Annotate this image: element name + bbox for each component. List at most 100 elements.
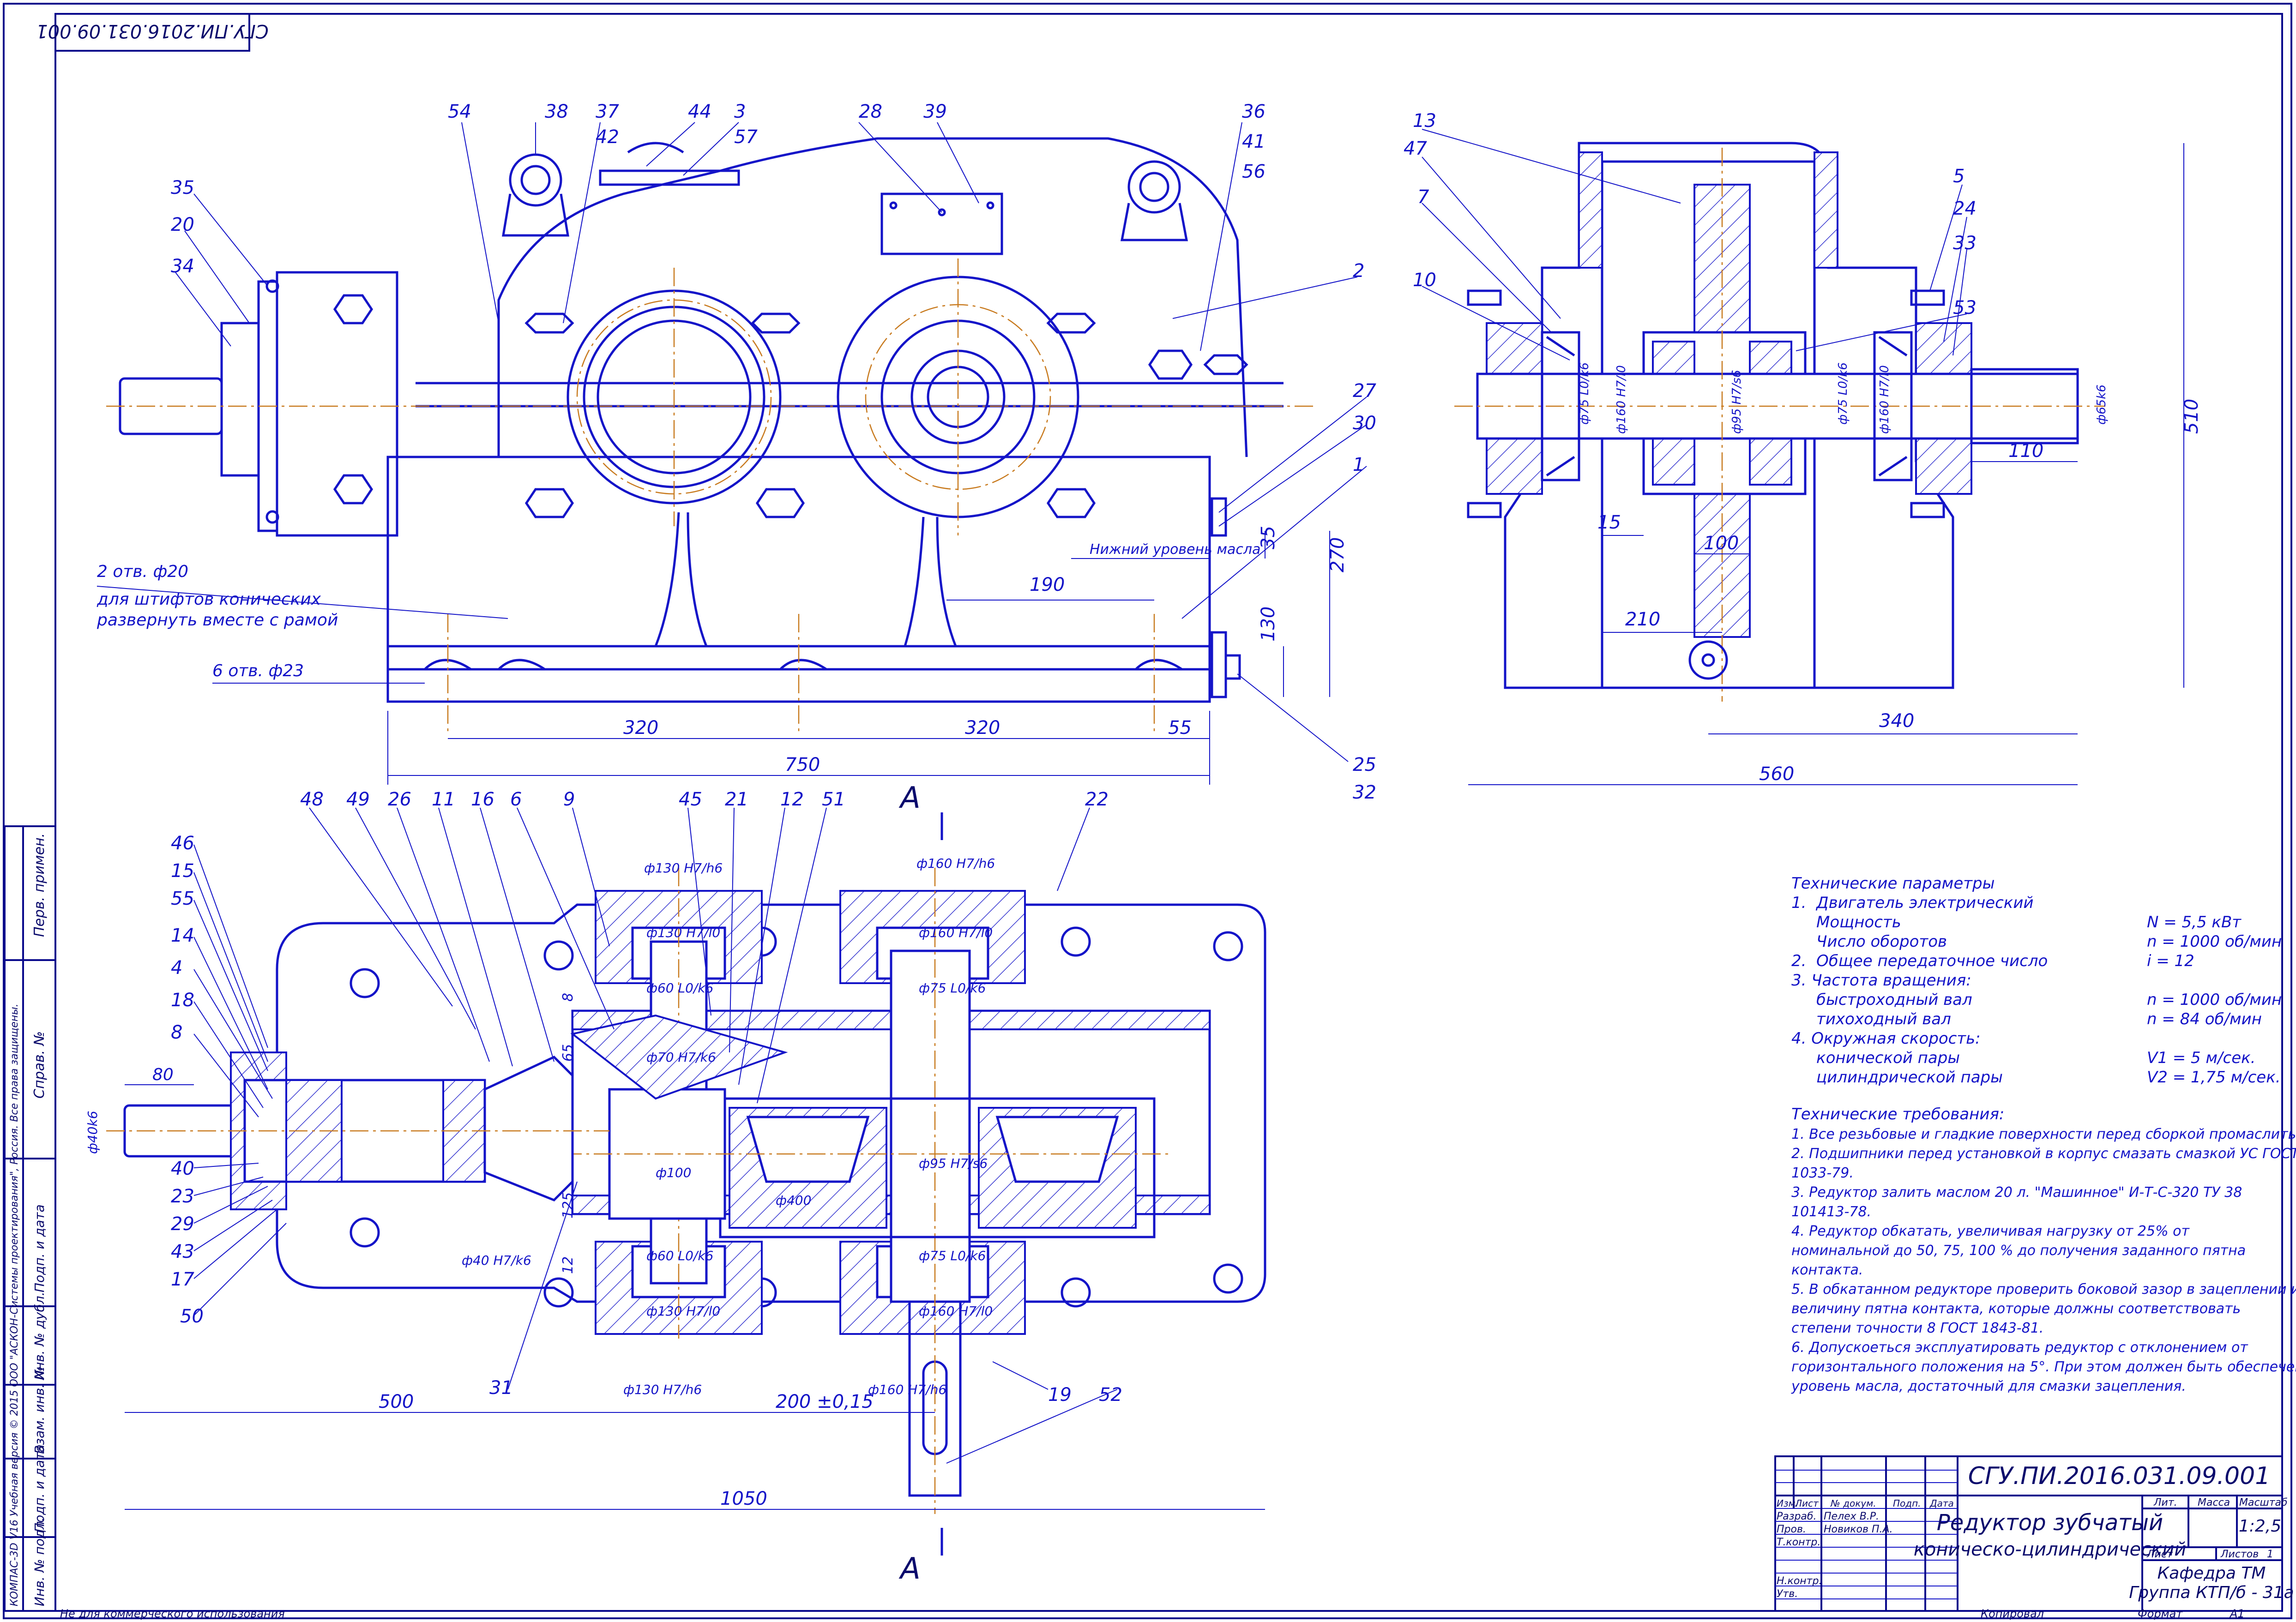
part-no: 40 <box>171 1158 194 1179</box>
footer-format-value: A1 <box>2229 1607 2245 1620</box>
side-dim-560: 560 <box>1759 763 1794 785</box>
tech-req-line: 1033-79. <box>1791 1165 1854 1181</box>
fit-label: ф40k6 <box>85 1111 100 1154</box>
note-holes-line3: развернуть вместе с рамой <box>96 611 338 630</box>
part-no: 21 <box>725 789 748 810</box>
side-dim-510: 510 <box>2181 399 2202 434</box>
tech-req-line: 101413-78. <box>1791 1204 1871 1220</box>
tb-org-line2: Группа КТП/б - 31а <box>2129 1583 2294 1602</box>
part-no: 52 <box>1099 1384 1122 1406</box>
front-view: Нижний уровень масла 320 320 55 750 190 … <box>96 101 1376 803</box>
fit-label: ф160 H7/h6 <box>868 1382 946 1397</box>
part-no: 42 <box>596 126 619 148</box>
fit-label: ф40 H7/k6 <box>462 1253 531 1268</box>
part-no: 53 <box>1953 297 1977 318</box>
fit-label: ф95 H7/s6 <box>919 1156 988 1171</box>
front-dim-55: 55 <box>1168 717 1192 739</box>
note-bolt-holes: 6 отв. ф23 <box>212 661 304 680</box>
part-no: 39 <box>923 101 947 122</box>
fit-label: ф400 <box>776 1193 811 1208</box>
tech-req-line: горизонтального положения на 5°. При это… <box>1791 1359 2296 1375</box>
side-dim-15: 15 <box>1597 512 1621 533</box>
fit-label: ф75 L0/k6 <box>919 980 986 996</box>
plan-dim-65: 65 <box>560 1044 576 1062</box>
plan-dim-1050: 1050 <box>720 1488 767 1509</box>
part-no: 38 <box>545 101 568 122</box>
part-no: 14 <box>171 925 194 946</box>
part-no: 35 <box>171 177 194 198</box>
part-no: 29 <box>171 1213 194 1235</box>
part-no: 57 <box>734 126 758 148</box>
side-view: ф75 L0/k6 ф160 H7/l0 ф95 H7/s6 ф75 L0/k6… <box>1404 110 2202 785</box>
part-no: 31 <box>489 1377 513 1399</box>
part-no: 7 <box>1417 186 1429 208</box>
strip-podp-data-2: Подп. и дата <box>32 1444 47 1532</box>
tech-param-value: n = 1000 об/мин <box>2147 932 2282 951</box>
part-no: 19 <box>1048 1384 1072 1406</box>
tech-req-line: 3. Редуктор залить маслом 20 л. "Машинно… <box>1791 1184 2242 1201</box>
part-no: 8 <box>171 1022 182 1043</box>
tb-listov: Листов <box>2220 1549 2259 1560</box>
tb-razrab-name: Пелех В.Р. <box>1824 1511 1879 1522</box>
tech-requirements: Технические требования: 1. Все резьбовые… <box>1791 1105 2296 1394</box>
part-no: 11 <box>432 789 455 810</box>
tech-param-value: N = 5,5 кВт <box>2147 913 2242 931</box>
tech-param-value: n = 1000 об/мин <box>2147 991 2282 1009</box>
tech-param-label: 2. Общее передаточное число <box>1791 952 2048 970</box>
side-fit: ф160 H7/l0 <box>1615 365 1628 434</box>
plan-dim-500: 500 <box>379 1391 414 1412</box>
tech-req-line: номинальной до 50, 75, 100 % до получени… <box>1791 1243 2246 1259</box>
part-no: 18 <box>171 990 194 1011</box>
part-no: 36 <box>1242 101 1266 122</box>
part-no: 30 <box>1353 413 1376 434</box>
part-no: 16 <box>471 789 494 810</box>
footer: Не для коммерческого использования Копир… <box>60 1607 2245 1620</box>
part-no: 45 <box>679 789 702 810</box>
strip-vzam-inv: Взам. инв. № <box>32 1366 47 1454</box>
part-no: 50 <box>180 1306 204 1327</box>
part-no: 28 <box>859 101 882 122</box>
part-no: 3 <box>734 101 746 122</box>
part-no: 51 <box>822 789 845 810</box>
tb-list: Лист <box>2146 1549 2173 1560</box>
front-part-numbers: 54 38 37 42 44 3 57 28 39 36 41 56 35 20… <box>171 101 1376 803</box>
tech-req-line: 1. Все резьбовые и гладкие поверхности п… <box>1791 1126 2296 1142</box>
tech-param-value: n = 84 об/мин <box>2147 1010 2262 1028</box>
part-no: 6 <box>510 789 522 810</box>
part-no: 23 <box>171 1186 194 1207</box>
strip-perv-primen: Перв. примен. <box>31 833 48 937</box>
part-no: 17 <box>171 1269 194 1290</box>
part-no: 20 <box>171 214 194 235</box>
section-mark-bottom: А <box>898 1552 921 1586</box>
fit-label: ф60 L0/k6 <box>646 1248 713 1263</box>
part-no: 32 <box>1353 782 1376 803</box>
part-no: 5 <box>1953 166 1965 187</box>
part-no: 27 <box>1353 380 1376 402</box>
front-dim-190: 190 <box>1030 574 1065 595</box>
tech-param-value: V2 = 1,75 м/сек. <box>2147 1068 2281 1087</box>
tech-req-line: контакта. <box>1791 1262 1863 1278</box>
tb-col-podp: Подп. <box>1893 1498 1921 1509</box>
strip-copyright: КОМПАС-3D V16 Учебная версия © 2015 ООО … <box>9 1003 20 1606</box>
fit-label: ф130 H7/h6 <box>623 1382 702 1397</box>
tech-req-line: 5. В обкатанном редукторе проверить боко… <box>1791 1281 2296 1298</box>
note-holes-line1: 2 отв. ф20 <box>97 562 188 581</box>
tb-org-line1: Кафедра ТМ <box>2157 1564 2266 1583</box>
strip-inv-podl: Инв. № подл. <box>32 1517 47 1606</box>
footer-format: Формат <box>2138 1607 2183 1620</box>
plan-dim-8: 8 <box>560 993 576 1002</box>
footer-left: Не для коммерческого использования <box>60 1607 285 1620</box>
plan-part-numbers: 48 49 26 11 16 6 9 45 21 12 51 22 46 15 … <box>171 789 1122 1406</box>
part-no: 4 <box>171 957 182 979</box>
tech-parameters: Технические параметры 1. Двигатель элект… <box>1791 874 2282 1087</box>
tb-row-prov: Пров. <box>1777 1524 1806 1535</box>
tech-req-line: 6. Допускоеться эксплуатировать редуктор… <box>1791 1340 2248 1356</box>
tb-row-tkontr: Т.контр. <box>1777 1537 1820 1548</box>
part-no: 22 <box>1085 789 1109 810</box>
tech-req-line: степени точности 8 ГОСТ 1843-81. <box>1791 1320 2043 1336</box>
side-dim-100: 100 <box>1704 533 1739 554</box>
tech-req-title: Технические требования: <box>1791 1105 2004 1123</box>
strip-sprav-no: Справ. № <box>31 1031 48 1099</box>
tech-param-label: быстроходный вал <box>1791 991 1972 1009</box>
tb-lit: Лит. <box>2153 1497 2177 1508</box>
